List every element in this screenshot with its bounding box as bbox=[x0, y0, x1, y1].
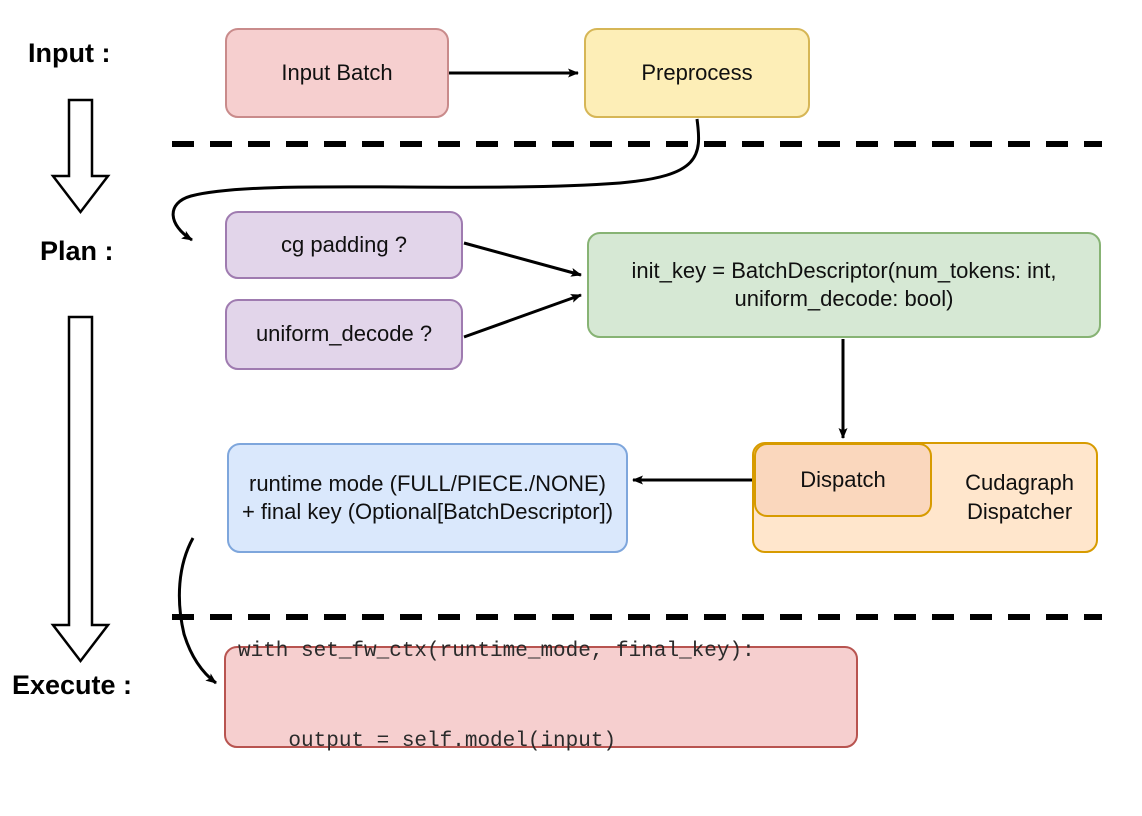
node-cudagraph-dispatcher-line2: Dispatcher bbox=[966, 498, 1073, 524]
stage-label-execute: Execute : bbox=[12, 670, 133, 700]
node-input-batch[interactable]: Input Batch bbox=[225, 28, 449, 118]
node-preprocess-label: Preprocess bbox=[641, 59, 753, 85]
node-cg-padding-label: cg padding ? bbox=[281, 231, 407, 257]
node-init-key-line2: uniform_decode: bool) bbox=[734, 286, 954, 311]
plan-to-execute-block-arrow bbox=[50, 315, 111, 664]
node-init-key-text: init_key = BatchDescriptor(num_tokens: i… bbox=[632, 257, 1057, 313]
node-runtime-mode-text: runtime mode (FULL/PIECE./NONE) + final … bbox=[242, 470, 613, 526]
input-to-plan-block-arrow bbox=[50, 98, 111, 215]
node-input-batch-label: Input Batch bbox=[281, 59, 393, 85]
node-cudagraph-dispatcher-line1: Cudagraph bbox=[965, 470, 1074, 496]
node-uniform-decode[interactable]: uniform_decode ? bbox=[225, 299, 463, 370]
node-runtime-mode-line1: runtime mode (FULL/PIECE./NONE) bbox=[249, 470, 606, 496]
node-dispatch-label: Dispatch bbox=[800, 466, 886, 492]
node-cudagraph-dispatcher-text: Cudagraph Dispatcher bbox=[965, 469, 1074, 525]
node-execute-code-text: with set_fw_ctx(runtime_mode, final_key)… bbox=[238, 578, 755, 816]
edge-runtime-mode-to-execute-code bbox=[177, 537, 217, 685]
node-preprocess[interactable]: Preprocess bbox=[584, 28, 810, 118]
node-cg-padding[interactable]: cg padding ? bbox=[225, 211, 463, 279]
diagram-canvas: Input : Plan : Execute : Input Batch Pre… bbox=[12, 28, 1102, 753]
node-execute-code[interactable]: with set_fw_ctx(runtime_mode, final_key)… bbox=[224, 640, 858, 753]
node-runtime-mode[interactable]: runtime mode (FULL/PIECE./NONE) + final … bbox=[227, 443, 628, 553]
node-init-key[interactable]: init_key = BatchDescriptor(num_tokens: i… bbox=[587, 232, 1101, 338]
node-execute-code-line2: output = self.model(input) bbox=[238, 729, 617, 753]
node-execute-code-line1: with set_fw_ctx(runtime_mode, final_key)… bbox=[238, 640, 755, 664]
node-dispatch[interactable]: Dispatch bbox=[754, 443, 932, 517]
stage-label-input: Input : bbox=[28, 38, 111, 68]
edge-uniform-decode-to-init-key bbox=[463, 293, 582, 339]
stage-label-plan: Plan : bbox=[40, 236, 114, 266]
node-uniform-decode-label: uniform_decode ? bbox=[255, 321, 433, 347]
node-runtime-mode-line2: + final key (Optional[BatchDescriptor]) bbox=[241, 499, 614, 524]
node-init-key-line1: init_key = BatchDescriptor(num_tokens: i… bbox=[631, 257, 1057, 283]
edge-cg-padding-to-init-key bbox=[463, 241, 582, 277]
